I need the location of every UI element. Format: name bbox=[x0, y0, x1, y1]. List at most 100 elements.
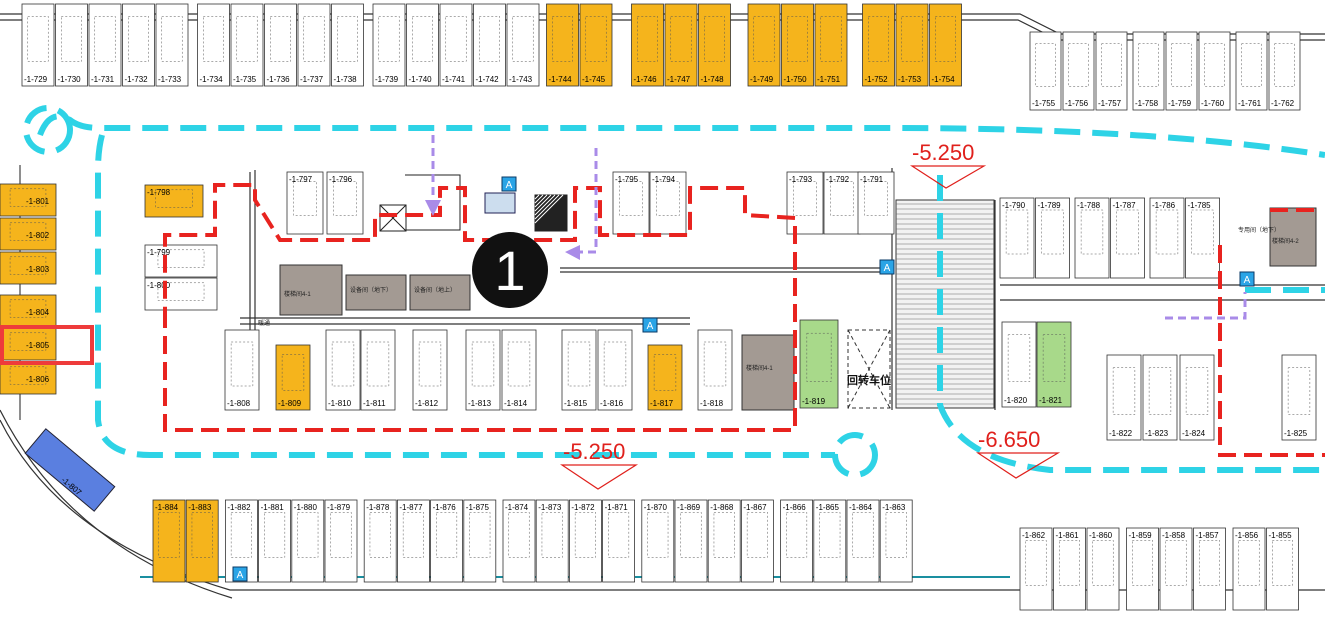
parking-slot[interactable]: -1-870 bbox=[641, 499, 675, 583]
parking-slot[interactable]: -1-743 bbox=[506, 3, 540, 87]
parking-slot[interactable]: -1-876 bbox=[430, 499, 464, 583]
parking-slot[interactable]: -1-810 bbox=[325, 329, 361, 411]
parking-slot[interactable]: -1-747 bbox=[664, 3, 698, 87]
parking-slot[interactable]: -1-822 bbox=[1106, 354, 1142, 441]
parking-slot[interactable]: -1-741 bbox=[439, 3, 473, 87]
parking-slot[interactable]: -1-731 bbox=[88, 3, 122, 87]
parking-slot[interactable]: -1-825 bbox=[1281, 354, 1317, 441]
parking-slot[interactable]: -1-816 bbox=[597, 329, 633, 411]
parking-slot[interactable]: -1-735 bbox=[230, 3, 264, 87]
parking-slot[interactable]: -1-824 bbox=[1179, 354, 1215, 441]
parking-slot[interactable]: -1-869 bbox=[674, 499, 708, 583]
parking-slot[interactable]: -1-821 bbox=[1036, 321, 1072, 408]
parking-slot[interactable]: -1-864 bbox=[846, 499, 880, 583]
parking-slot[interactable]: -1-736 bbox=[264, 3, 297, 87]
parking-slot[interactable]: -1-874 bbox=[502, 499, 536, 583]
parking-slot[interactable]: -1-806 bbox=[0, 361, 57, 395]
parking-slot[interactable]: -1-738 bbox=[331, 3, 364, 87]
parking-slot[interactable]: -1-757 bbox=[1095, 31, 1128, 111]
parking-slot[interactable]: -1-861 bbox=[1053, 527, 1086, 611]
parking-slot[interactable]: -1-734 bbox=[197, 3, 230, 87]
parking-slot[interactable]: -1-788 bbox=[1074, 197, 1110, 279]
parking-slot[interactable]: -1-884 bbox=[152, 499, 186, 583]
parking-slot[interactable]: -1-801 bbox=[0, 183, 57, 217]
parking-slot[interactable]: -1-877 bbox=[396, 499, 430, 583]
building-marker[interactable]: 1 bbox=[472, 232, 548, 308]
parking-slot[interactable]: -1-883 bbox=[185, 499, 219, 583]
parking-slot[interactable]: -1-857 bbox=[1193, 527, 1226, 611]
parking-slot[interactable]: -1-799 bbox=[144, 244, 218, 278]
parking-slot[interactable]: -1-739 bbox=[372, 3, 406, 87]
parking-slot[interactable]: -1-755 bbox=[1029, 31, 1062, 111]
parking-slot[interactable]: -1-804 bbox=[0, 294, 57, 328]
parking-slot[interactable]: -1-872 bbox=[569, 499, 602, 583]
parking-slot[interactable]: -1-745 bbox=[579, 3, 613, 87]
parking-slot[interactable]: -1-820 bbox=[1001, 321, 1037, 408]
parking-slot[interactable]: -1-733 bbox=[155, 3, 189, 87]
parking-slot[interactable]: -1-748 bbox=[698, 3, 731, 87]
parking-slot[interactable]: -1-817 bbox=[647, 344, 683, 411]
parking-slot[interactable]: -1-786 bbox=[1149, 197, 1185, 279]
parking-slot[interactable]: -1-863 bbox=[879, 499, 913, 583]
parking-slot[interactable]: -1-858 bbox=[1159, 527, 1193, 611]
parking-slot[interactable]: -1-798 bbox=[144, 184, 204, 218]
parking-slot[interactable]: -1-812 bbox=[412, 329, 448, 411]
parking-slot[interactable]: -1-867 bbox=[741, 499, 774, 583]
parking-slot[interactable]: -1-737 bbox=[297, 3, 331, 87]
parking-slot[interactable]: -1-729 bbox=[21, 3, 55, 87]
parking-slot[interactable]: -1-758 bbox=[1132, 31, 1165, 111]
parking-slot[interactable]: -1-882 bbox=[224, 499, 258, 583]
parking-slot[interactable]: -1-749 bbox=[747, 3, 781, 87]
highlighted-slot-frame[interactable] bbox=[0, 325, 94, 365]
parking-slot[interactable]: -1-753 bbox=[895, 3, 929, 87]
parking-slot[interactable]: -1-750 bbox=[781, 3, 814, 87]
parking-slot[interactable]: -1-791 bbox=[857, 171, 895, 235]
parking-slot[interactable]: -1-819 bbox=[799, 319, 839, 409]
parking-slot[interactable]: -1-746 bbox=[631, 3, 664, 87]
parking-slot[interactable]: -1-796 bbox=[326, 171, 364, 235]
parking-slot[interactable]: -1-856 bbox=[1232, 527, 1266, 611]
parking-slot[interactable]: -1-860 bbox=[1086, 527, 1120, 611]
parking-slot[interactable]: -1-866 bbox=[780, 499, 813, 583]
parking-slot[interactable]: -1-800 bbox=[144, 277, 218, 311]
parking-slot[interactable]: -1-808 bbox=[224, 329, 260, 411]
parking-slot[interactable]: -1-879 bbox=[324, 499, 358, 583]
building-marker-circle[interactable] bbox=[472, 232, 548, 308]
parking-slot[interactable]: -1-823 bbox=[1142, 354, 1178, 441]
parking-slot[interactable]: -1-790 bbox=[999, 197, 1035, 279]
parking-slot[interactable]: -1-875 bbox=[463, 499, 497, 583]
parking-slot[interactable]: -1-742 bbox=[473, 3, 506, 87]
parking-slot[interactable]: -1-751 bbox=[814, 3, 848, 87]
parking-slot[interactable]: -1-859 bbox=[1126, 527, 1159, 611]
parking-slot[interactable]: -1-881 bbox=[258, 499, 292, 583]
parking-slot[interactable]: -1-759 bbox=[1165, 31, 1198, 111]
parking-slot[interactable]: -1-752 bbox=[862, 3, 895, 87]
parking-slot[interactable]: -1-792 bbox=[823, 171, 861, 235]
parking-slot[interactable]: -1-785 bbox=[1185, 197, 1220, 279]
parking-slot[interactable]: -1-880 bbox=[291, 499, 325, 583]
parking-slot[interactable]: -1-795 bbox=[612, 171, 650, 235]
parking-slot[interactable]: -1-802 bbox=[0, 217, 57, 251]
parking-slot[interactable]: -1-756 bbox=[1062, 31, 1095, 111]
parking-slot[interactable]: -1-871 bbox=[602, 499, 635, 583]
parking-slot[interactable]: -1-740 bbox=[406, 3, 439, 87]
parking-slot[interactable]: -1-865 bbox=[813, 499, 847, 583]
parking-slot[interactable]: -1-760 bbox=[1198, 31, 1231, 111]
parking-slot[interactable]: -1-793 bbox=[786, 171, 824, 235]
parking-slot[interactable]: -1-754 bbox=[929, 3, 962, 87]
parking-slot[interactable]: -1-762 bbox=[1268, 31, 1301, 111]
parking-slot[interactable]: -1-805 bbox=[0, 327, 57, 361]
parking-slot[interactable]: -1-744 bbox=[546, 3, 579, 87]
parking-slot[interactable]: -1-862 bbox=[1019, 527, 1053, 611]
parking-slot[interactable]: -1-813 bbox=[465, 329, 501, 411]
parking-slot[interactable]: -1-797 bbox=[286, 171, 324, 235]
parking-slot[interactable]: -1-818 bbox=[697, 329, 733, 411]
parking-slot[interactable]: -1-811 bbox=[360, 329, 396, 411]
parking-slot[interactable]: -1-878 bbox=[363, 499, 397, 583]
parking-slot[interactable]: -1-814 bbox=[501, 329, 537, 411]
parking-slot[interactable]: -1-787 bbox=[1110, 197, 1145, 279]
parking-slot[interactable]: -1-815 bbox=[561, 329, 597, 411]
parking-slot[interactable]: -1-730 bbox=[55, 3, 88, 87]
parking-slot[interactable]: -1-732 bbox=[122, 3, 155, 87]
parking-slot[interactable]: -1-761 bbox=[1235, 31, 1268, 111]
